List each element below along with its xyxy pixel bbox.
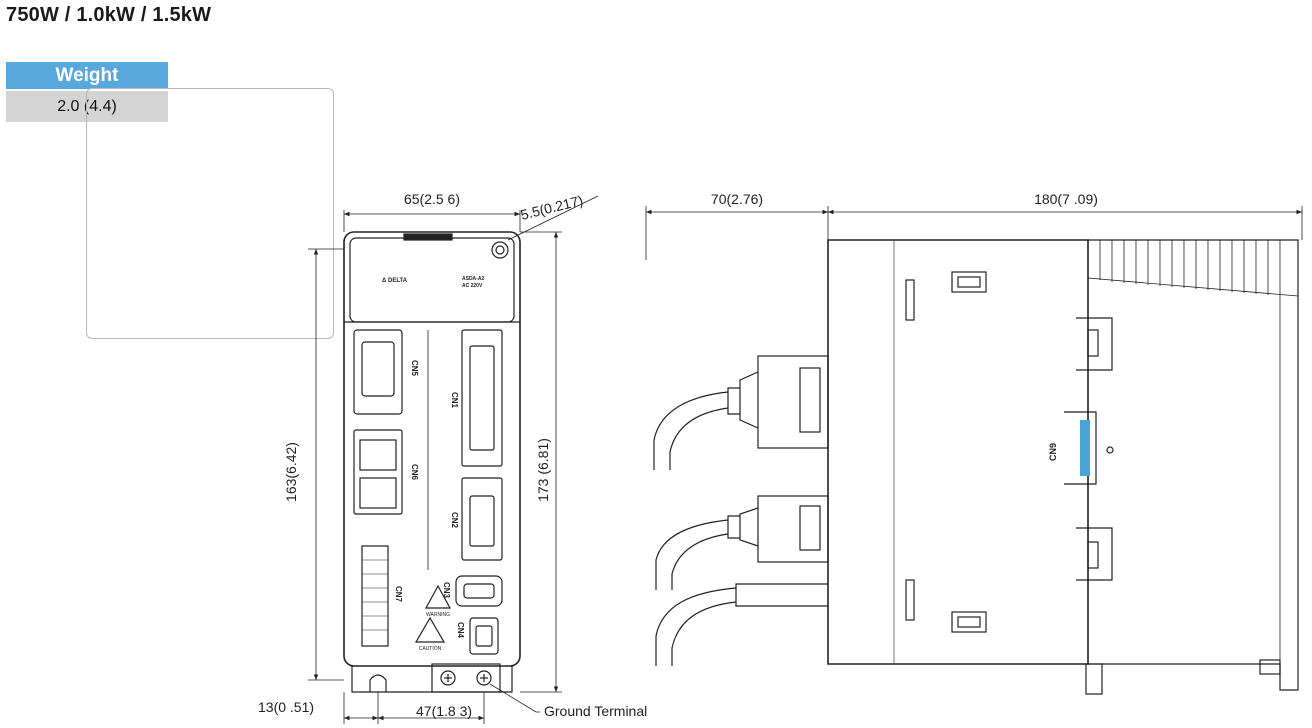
cn2-label: CN2 — [450, 512, 459, 529]
dim-depth-label: 180(7 .09) — [1034, 191, 1098, 207]
dim-cable-label: 70(2.76) — [711, 191, 763, 207]
weight-table: Weight 2.0 (4.4) — [6, 62, 168, 122]
ground-terminal-label: Ground Terminal — [544, 703, 647, 719]
cn3-label: CN3 — [442, 582, 451, 599]
model-label-2: AC 220V — [462, 283, 483, 289]
brand-label: Δ DELTA — [382, 278, 408, 284]
cn4-label: CN4 — [456, 622, 465, 639]
dim-bottom-left-label: 13(0 .51) — [258, 699, 314, 715]
cn9-label: CN9 — [1048, 443, 1058, 461]
page-title: 750W / 1.0kW / 1.5kW — [6, 4, 212, 26]
dim-bottom-right-label: 47(1.8 3) — [416, 703, 472, 719]
front-view — [308, 195, 599, 724]
caution-label: CAUTION — [419, 646, 442, 652]
dim-height-left-label: 163(6.42) — [283, 442, 299, 502]
cn6-label: CN6 — [410, 464, 419, 481]
dim-width-label: 65(2.5 6) — [404, 191, 460, 207]
cn1-label: CN1 — [450, 392, 459, 409]
dim-height-right-label: 173 (6.81) — [535, 438, 551, 502]
selection-overlay-box — [86, 88, 334, 339]
cn7-label: CN7 — [394, 586, 403, 603]
warning-label: WARNING — [426, 612, 450, 618]
weight-table-header: Weight — [6, 62, 168, 91]
weight-table-value: 2.0 (4.4) — [6, 91, 168, 122]
model-label-1: ASDA-A2 — [462, 276, 484, 282]
cn5-label: CN5 — [410, 360, 419, 377]
side-view — [645, 206, 1303, 695]
